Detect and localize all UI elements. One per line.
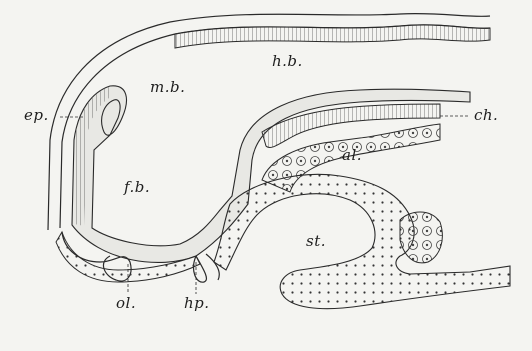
hindbrain-roof-band	[175, 25, 490, 48]
label-hypophysis: hp.	[184, 294, 210, 312]
label-notochord: ch.	[474, 106, 498, 124]
label-epiphysis: ep.	[24, 106, 49, 124]
label-olfactory: ol.	[116, 294, 136, 312]
right-gland-cells	[400, 212, 442, 263]
label-mid-brain: m.b.	[150, 78, 185, 96]
label-hind-brain: h.b.	[272, 52, 303, 70]
stomodeum-lining	[214, 174, 510, 308]
label-allantois: al.	[342, 146, 362, 164]
label-fore-brain: f.b.	[124, 178, 150, 196]
label-stomodeum: st.	[306, 232, 326, 250]
